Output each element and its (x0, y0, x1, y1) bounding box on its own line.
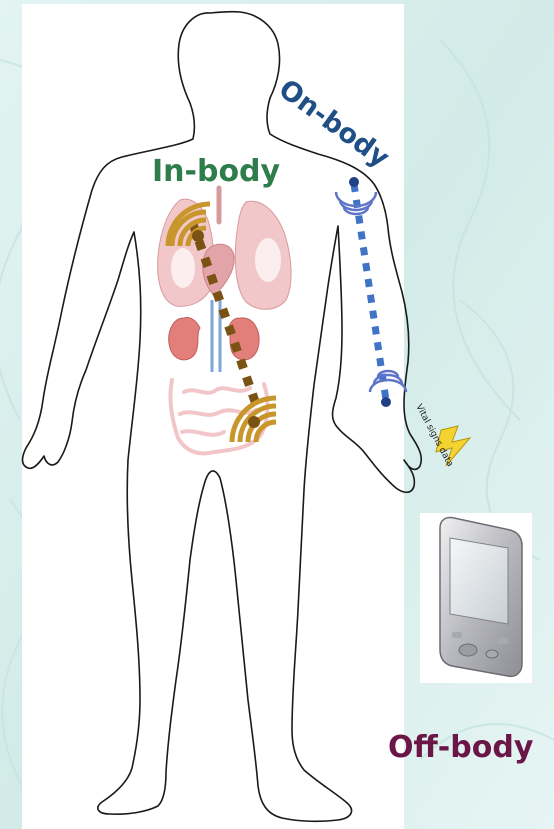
pda-device-icon (440, 517, 522, 676)
kidney-left (169, 317, 200, 359)
off-body-label: Off-body (388, 730, 534, 765)
lung-highlight (171, 248, 195, 288)
kidney-right (228, 318, 259, 360)
lung-highlight (255, 238, 281, 282)
in-body-label: In-body (152, 154, 281, 189)
